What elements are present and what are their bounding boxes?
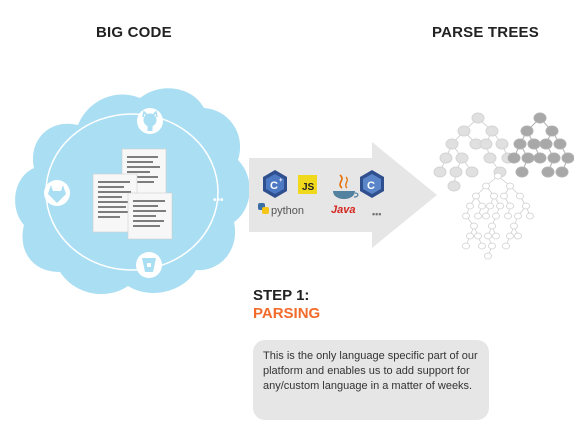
js-label: JS (302, 182, 315, 193)
tree-node (472, 192, 480, 200)
tree-node (447, 180, 461, 192)
tree-node (495, 138, 509, 150)
tree-node (522, 202, 530, 210)
c-logo-icon: C (360, 170, 384, 198)
parse-tree-light (433, 112, 515, 192)
tree-node (553, 138, 567, 150)
step-title: STEP 1: (253, 287, 310, 304)
tree-node (514, 232, 522, 240)
tree-node (462, 212, 470, 220)
python-label: python (271, 205, 304, 217)
tree-node (526, 212, 534, 220)
tree-node (484, 252, 492, 260)
tree-node (521, 152, 535, 164)
tree-node (488, 242, 496, 250)
tree-node (490, 192, 498, 200)
github-icon (137, 108, 163, 134)
tree-node (533, 112, 547, 124)
tree-node (506, 232, 514, 240)
tree-node (506, 182, 514, 190)
tree-node (510, 222, 518, 230)
languages-more-dots: ••• (372, 209, 381, 219)
tree-node (439, 152, 453, 164)
description-box: This is the only language specific part … (253, 340, 489, 420)
cloud-more-dots: ••• (213, 195, 224, 206)
parse-tree-dark (507, 112, 574, 178)
tree-node (488, 222, 496, 230)
tree-node (520, 125, 534, 137)
tree-node (465, 166, 479, 178)
cpp-logo-icon: C + (263, 170, 287, 198)
tree-node (474, 212, 482, 220)
svg-text:+: + (279, 178, 283, 184)
tree-node (462, 242, 470, 250)
gitlab-icon (44, 180, 70, 206)
tree-node (479, 138, 493, 150)
java-logo-icon (333, 174, 359, 199)
tree-node (471, 112, 485, 124)
parse-tree-small (462, 172, 534, 260)
tree-node (478, 202, 486, 210)
tree-node (547, 152, 561, 164)
tree-node (433, 166, 447, 178)
tree-node (466, 232, 474, 240)
python-logo-icon (258, 203, 269, 214)
tree-node (482, 182, 490, 190)
tree-node (504, 212, 512, 220)
tree-node (485, 125, 499, 137)
tree-node (482, 212, 490, 220)
tree-node (445, 138, 459, 150)
tree-node (545, 125, 559, 137)
tree-node (507, 152, 521, 164)
tree-node (492, 232, 500, 240)
java-label: Java (331, 204, 355, 216)
tree-node (513, 138, 527, 150)
js-logo-icon: JS (298, 175, 317, 194)
tree-node (494, 172, 502, 180)
tree-node (492, 212, 500, 220)
tree-node (478, 242, 486, 250)
tree-node (555, 166, 569, 178)
tree-node (483, 152, 497, 164)
svg-text:C: C (367, 180, 375, 192)
svg-text:C: C (270, 180, 278, 192)
tree-node (466, 202, 474, 210)
tree-node (514, 212, 522, 220)
tree-node (496, 202, 504, 210)
tree-node (486, 202, 494, 210)
tree-node (541, 166, 555, 178)
parse-trees-heading: PARSE TREES (432, 24, 539, 41)
tree-node (515, 166, 529, 178)
tree-node (484, 232, 492, 240)
bitbucket-icon (136, 252, 162, 278)
description-text: This is the only language specific part … (263, 350, 478, 392)
big-code-heading: BIG CODE (96, 24, 172, 41)
tree-node (502, 242, 510, 250)
tree-node (455, 152, 469, 164)
step-subtitle: PARSING (253, 305, 321, 322)
tree-node (506, 202, 514, 210)
tree-node (449, 166, 463, 178)
tree-node (533, 152, 547, 164)
tree-node (527, 138, 541, 150)
document-icon (127, 192, 173, 240)
tree-node (500, 192, 508, 200)
tree-node (516, 192, 524, 200)
tree-node (539, 138, 553, 150)
tree-node (457, 125, 471, 137)
tree-node (474, 232, 482, 240)
tree-node (470, 222, 478, 230)
tree-node (561, 152, 574, 164)
